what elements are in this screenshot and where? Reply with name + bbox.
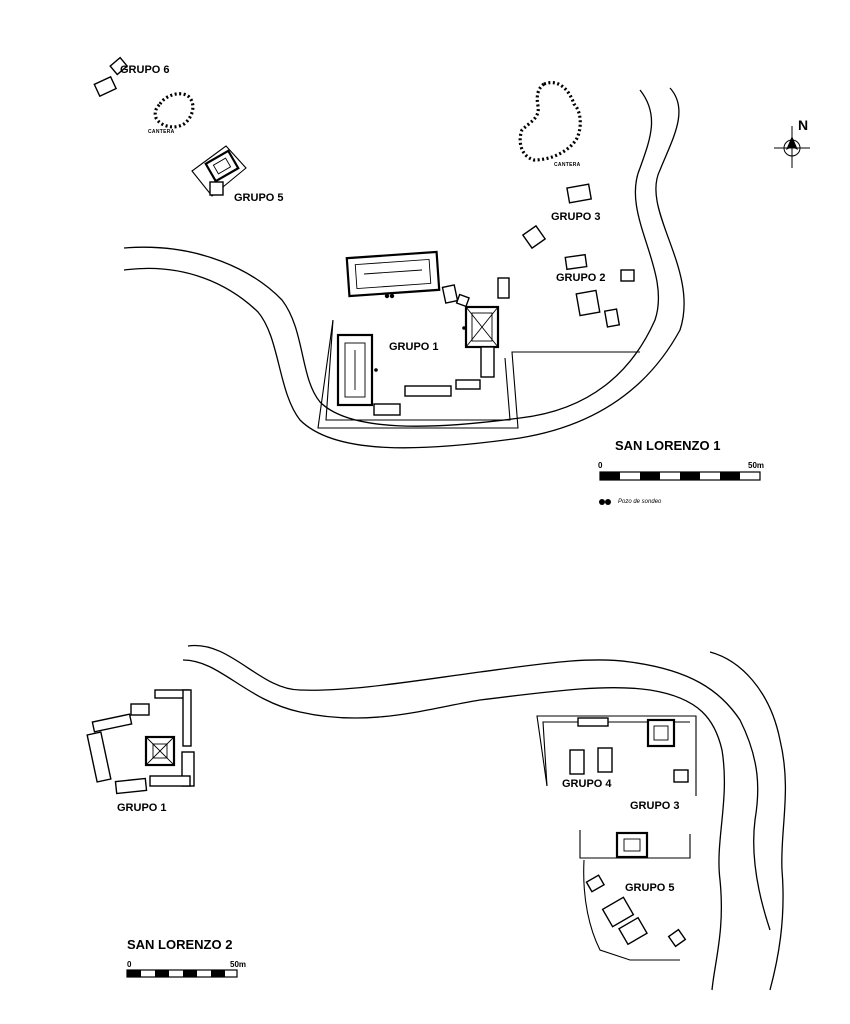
grupo-1-platform xyxy=(317,319,640,429)
grupo-3-4-platform-inner xyxy=(542,721,690,787)
grupo-1-small-structure xyxy=(480,346,495,378)
grupo-4-structure xyxy=(577,717,609,727)
scale-1-start: 0 xyxy=(598,461,603,470)
grupo-2-1-pyramid xyxy=(144,735,176,767)
label-grupo-1: GRUPO 1 xyxy=(389,341,439,353)
grupo-1-small-structure xyxy=(373,403,401,416)
north-label: N xyxy=(798,117,809,133)
quarry-east-outline xyxy=(518,81,582,162)
grupo-5-platform xyxy=(191,145,247,197)
grupo-1-platform-inner xyxy=(325,319,511,421)
river-bank-middle xyxy=(182,659,726,991)
grupo-2-structure xyxy=(620,269,635,282)
grupo-5-structure xyxy=(585,874,606,893)
grupo-4-structure xyxy=(597,747,613,773)
grupo-6-structure xyxy=(93,75,118,98)
label-grupo-6: GRUPO 6 xyxy=(120,64,170,76)
grupo-1-long-mound xyxy=(345,250,441,298)
grupo-1-pyramid xyxy=(464,305,500,349)
label-grupo-3: GRUPO 3 xyxy=(551,211,601,223)
grupo-3-4-platform xyxy=(536,715,697,796)
grupo-4-structure xyxy=(569,749,585,775)
north-arrow-icon xyxy=(774,126,810,168)
grupo-5-structure xyxy=(618,916,648,946)
map-1 xyxy=(93,56,810,505)
grupo-2-1-enclosure xyxy=(86,689,195,795)
legend-test-pit-icon xyxy=(599,499,611,505)
grupo-3-structure xyxy=(566,183,593,204)
grupo-3-pyramid xyxy=(646,718,676,748)
test-pit-icon xyxy=(384,293,395,299)
grupo-1-small-structure xyxy=(455,293,470,308)
site-title-2: SAN LORENZO 2 xyxy=(127,937,233,952)
label-2-grupo-5: GRUPO 5 xyxy=(625,882,675,894)
test-pit-icon xyxy=(462,326,466,330)
grupo-3-structure xyxy=(673,769,689,783)
grupo-5-pyramid xyxy=(615,831,649,859)
river-bank-outer xyxy=(709,651,787,991)
grupo-1-small-structure xyxy=(404,385,452,397)
river-bank-inner xyxy=(123,87,685,449)
grupo-1-west-mound xyxy=(336,333,374,407)
grupo-2-structure xyxy=(603,308,621,328)
scale-1-end: 50m xyxy=(748,461,765,470)
label-cantera-east: CANTERA xyxy=(554,162,581,168)
river-bank-outer xyxy=(123,89,660,427)
test-pit-icon xyxy=(374,368,378,372)
grupo-5-mound xyxy=(204,149,240,183)
grupo-5-structure xyxy=(667,928,687,948)
scale-bar-1 xyxy=(599,471,761,481)
grupo-6-structure xyxy=(109,56,129,76)
grupo-2-structure xyxy=(564,253,588,271)
scale-2-start: 0 xyxy=(127,960,132,969)
grupo-3-structure xyxy=(521,224,547,250)
label-2-grupo-4: GRUPO 4 xyxy=(562,778,612,790)
grupo-1-small-structure xyxy=(455,379,481,390)
grupo-5-structure xyxy=(601,896,635,928)
grupo-5-enclosure xyxy=(583,859,680,961)
scale-2-end: 50m xyxy=(230,960,247,969)
label-2-grupo-1: GRUPO 1 xyxy=(117,802,167,814)
label-grupo-5: GRUPO 5 xyxy=(234,192,284,204)
grupo-1-small-structure xyxy=(441,284,459,304)
grupo-1-small-structure xyxy=(497,277,510,299)
river-bank-upper xyxy=(187,644,771,931)
scale-bar-2 xyxy=(126,969,238,978)
grupo-5-structure xyxy=(209,181,224,196)
label-cantera-west: CANTERA xyxy=(148,129,175,135)
label-grupo-2: GRUPO 2 xyxy=(556,272,606,284)
map-2 xyxy=(86,644,787,991)
label-2-grupo-3: GRUPO 3 xyxy=(630,800,680,812)
grupo-2-structure xyxy=(575,289,601,317)
quarry-west-outline xyxy=(153,92,195,129)
site-title-1: SAN LORENZO 1 xyxy=(615,438,721,453)
legend-test-pit-label: Pozo de sondeo xyxy=(618,499,662,505)
